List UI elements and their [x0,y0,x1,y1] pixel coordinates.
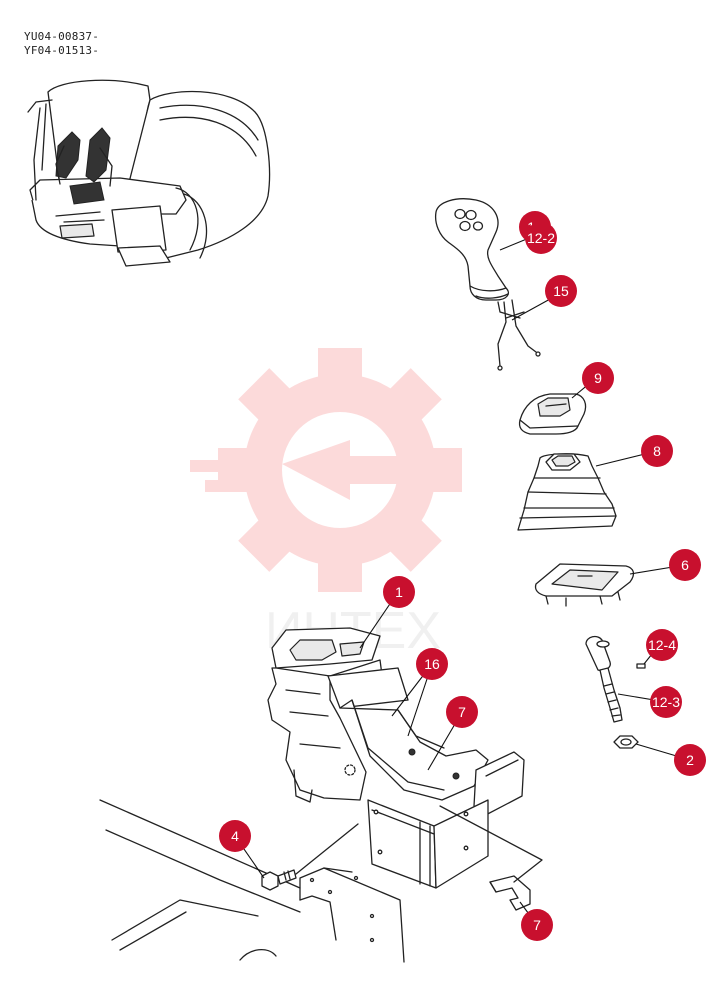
rubber-boot [517,453,617,531]
callout-7-lower-label: 7 [533,917,541,933]
cab-overview-illustration [27,79,271,267]
callout-4: 4 [219,820,251,852]
callout-6: 6 [669,549,701,581]
callout-15: 15 [545,275,577,307]
callout-7-upper-label: 7 [458,704,466,720]
console-stand [267,627,525,889]
callout-7-upper: 7 [446,696,478,728]
doc-code-1: YU04-00837- [24,30,100,43]
callout-12-3: 12-3 [650,686,682,718]
assembly-lines [295,805,543,883]
lever-pin [636,663,646,669]
callout-7-lower: 7 [521,909,553,941]
control-lever [585,635,623,723]
callout-1: 1 [383,576,415,608]
watermark-gear-icon: ИНТЕХ [190,348,462,660]
callout-15-label: 15 [553,283,569,299]
callout-12-2: 12-2 [525,222,557,254]
callout-6-label: 6 [681,557,689,573]
lock-nut [613,735,639,749]
boot-frame [534,563,635,607]
u-bracket [489,875,531,911]
callout-16-label: 16 [424,656,440,672]
floor-panel [99,799,405,963]
callout-12-2-label: 12-2 [527,230,555,246]
callout-12-3-label: 12-3 [652,694,680,710]
callout-16: 16 [416,648,448,680]
joystick-grip [434,198,541,371]
grip-cover [518,393,587,435]
callout-9: 9 [582,362,614,394]
callout-8: 8 [641,435,673,467]
callout-9-label: 9 [594,370,602,386]
callout-2: 2 [674,744,706,776]
callout-4-label: 4 [231,828,239,844]
doc-code-2: YF04-01513- [24,44,100,57]
callout-12-4-label: 12-4 [648,637,676,653]
callout-1-label: 1 [395,584,403,600]
mounting-bolt [261,869,297,891]
callout-8-label: 8 [653,443,661,459]
callout-12-4: 12-4 [646,629,678,661]
callout-2-label: 2 [686,752,694,768]
